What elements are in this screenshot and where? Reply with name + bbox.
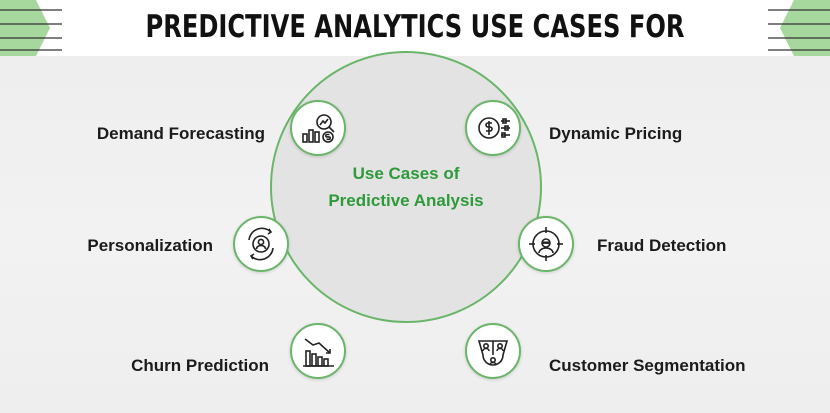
dynamic-pricing-node [465, 100, 521, 156]
dynamic-pricing-icon [478, 117, 510, 139]
churn-prediction-icon [303, 338, 334, 367]
demand-forecasting-icon [302, 114, 335, 143]
central-circle [270, 51, 542, 323]
customer-segmentation-label: Customer Segmentation [549, 356, 746, 375]
customer-segmentation-icon [477, 340, 509, 366]
personalization-icon [248, 227, 274, 261]
fraud-detection-label: Fraud Detection [597, 236, 727, 255]
demand-forecasting-node [290, 100, 346, 156]
left-corner-decoration [0, 0, 62, 56]
dynamic-pricing-label: Dynamic Pricing [549, 124, 683, 143]
churn-prediction-node [290, 323, 346, 379]
demand-forecasting-label: Demand Forecasting [96, 124, 265, 143]
central-label-line2: Predictive Analysis [328, 191, 484, 210]
right-corner-decoration [768, 0, 830, 56]
central-label-line1: Use Cases of [352, 164, 460, 183]
fraud-detection-node [518, 216, 574, 272]
header: PREDICTIVE ANALYTICS USE CASES FOR ECOMM… [0, 0, 830, 91]
fraud-detection-icon [529, 227, 563, 261]
personalization-node [233, 216, 289, 272]
personalization-label: Personalization [87, 236, 213, 255]
churn-prediction-label: Churn Prediction [131, 356, 269, 375]
central-label: Use Cases of Predictive Analysis [290, 160, 522, 214]
customer-segmentation-node [465, 323, 521, 379]
